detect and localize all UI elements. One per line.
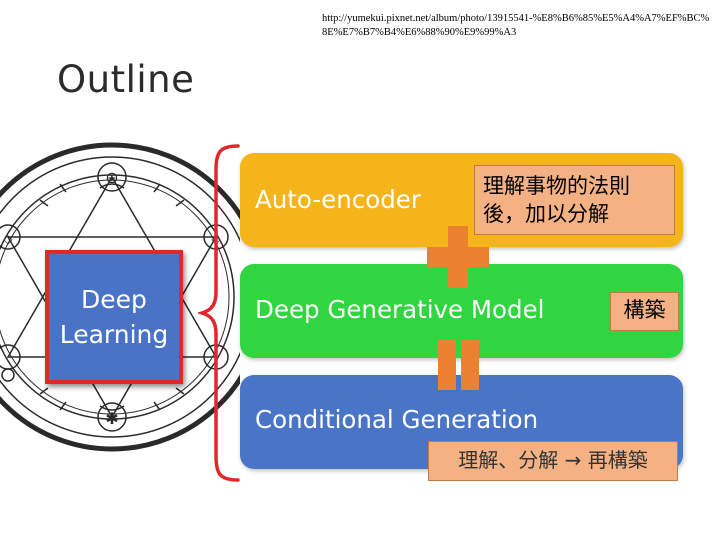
auto-encoder-label: Auto-encoder bbox=[255, 185, 421, 214]
build-callout: 構築 bbox=[610, 292, 679, 331]
deep-learning-box: Deep Learning bbox=[45, 250, 183, 384]
conditional-generation-label: Conditional Generation bbox=[255, 405, 539, 434]
equals-icon-bar bbox=[461, 340, 479, 390]
understand-line2: 後，加以分解 bbox=[483, 202, 609, 226]
deep-learning-line2: Learning bbox=[59, 320, 169, 349]
svg-text:✱: ✱ bbox=[105, 409, 118, 428]
svg-text:⊕: ⊕ bbox=[105, 168, 118, 187]
deep-learning-line1: Deep bbox=[81, 285, 147, 314]
svg-text:◇: ◇ bbox=[3, 232, 13, 246]
summary-callout: 理解、分解 → 再構築 bbox=[428, 441, 678, 481]
plus-icon-bar bbox=[427, 247, 489, 267]
curly-brace-icon bbox=[198, 144, 240, 482]
equals-icon bbox=[438, 340, 456, 390]
deep-generative-model-label: Deep Generative Model bbox=[255, 295, 545, 324]
understand-callout: 理解事物的法則 後，加以分解 bbox=[474, 165, 675, 235]
understand-line1: 理解事物的法則 bbox=[483, 174, 630, 198]
slide-title: Outline bbox=[57, 58, 195, 101]
source-url-note: http://yumekui.pixnet.net/album/photo/13… bbox=[322, 13, 710, 38]
